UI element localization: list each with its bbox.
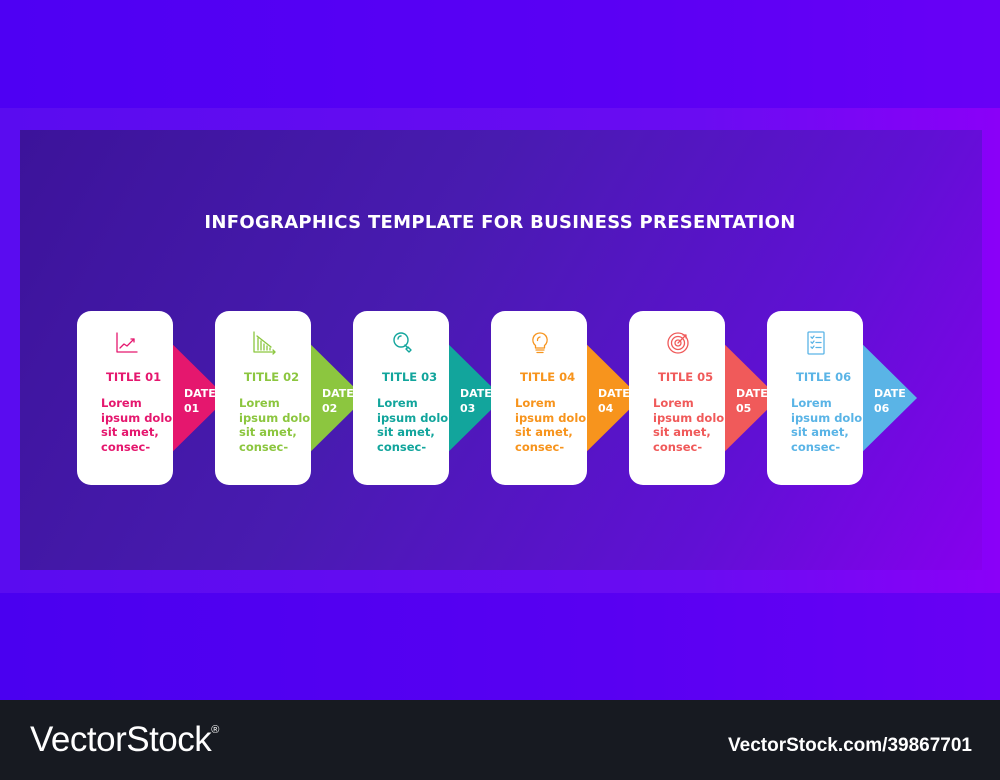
step-title: TITLE 06 — [796, 370, 852, 384]
line-chart-icon — [116, 332, 138, 353]
step-date: DATE 04 — [598, 387, 630, 415]
brand-name: VectorStock — [30, 720, 212, 759]
step-title: TITLE 03 — [382, 370, 438, 384]
timeline-step-06: DATE 06 TITLE 06 Lorem ipsum dolor sit a… — [767, 311, 937, 485]
vectorstock-logo[interactable]: VectorStock® — [30, 720, 219, 760]
step-card: TITLE 04 Lorem ipsum dolor sit amet, con… — [491, 311, 592, 485]
step-date: DATE 03 — [460, 387, 492, 415]
watermark-footer: VectorStock® VectorStock.com/39867701 — [0, 700, 1000, 780]
step-description: Lorem ipsum dolor sit amet, consec- — [515, 396, 592, 454]
magnifier-icon — [393, 332, 412, 353]
target-icon — [667, 332, 689, 354]
step-description: Lorem ipsum dolor sit amet, consec- — [791, 396, 868, 454]
image-id-link[interactable]: VectorStock.com/39867701 — [728, 735, 972, 756]
step-description: Lorem ipsum dolor sit amet, consec- — [377, 396, 454, 454]
declining-bar-chart-icon — [253, 331, 276, 355]
step-card: TITLE 05 Lorem ipsum dolor sit amet, con… — [629, 311, 730, 485]
timeline-step-03: DATE 03 TITLE 03 Lorem ipsum dolor sit a… — [353, 311, 523, 485]
step-title: TITLE 02 — [244, 370, 300, 384]
top-background-band — [0, 0, 1000, 108]
lightbulb-icon — [532, 332, 548, 354]
step-card: TITLE 01 Lorem ipsum dolor sit amet, con… — [77, 311, 178, 485]
step-title: TITLE 05 — [658, 370, 714, 384]
step-date: DATE 05 — [736, 387, 768, 415]
infographic-heading: INFOGRAPHICS TEMPLATE FOR BUSINESS PRESE… — [204, 212, 796, 233]
step-date: DATE 06 — [874, 387, 906, 415]
step-description: Lorem ipsum dolor sit amet, consec- — [239, 396, 316, 454]
registered-mark: ® — [211, 724, 219, 736]
step-card: TITLE 02 Lorem ipsum dolor sit amet, con… — [215, 311, 316, 485]
checklist-icon — [807, 331, 825, 355]
step-description: Lorem ipsum dolor sit amet, consec- — [101, 396, 178, 454]
step-title: TITLE 04 — [520, 370, 576, 384]
step-card: TITLE 06 Lorem ipsum dolor sit amet, con… — [767, 311, 868, 485]
step-date: DATE 02 — [322, 387, 354, 415]
step-title: TITLE 01 — [106, 370, 162, 384]
step-date: DATE 01 — [184, 387, 216, 415]
timeline-step-01: DATE 01 TITLE 01 Lorem ipsum dolor sit a… — [77, 311, 247, 485]
step-card: TITLE 03 Lorem ipsum dolor sit amet, con… — [353, 311, 454, 485]
step-description: Lorem ipsum dolor sit amet, consec- — [653, 396, 730, 454]
bottom-background-band — [0, 593, 1000, 700]
timeline-step-04: DATE 04 TITLE 04 Lorem ipsum dolor sit a… — [491, 311, 661, 485]
